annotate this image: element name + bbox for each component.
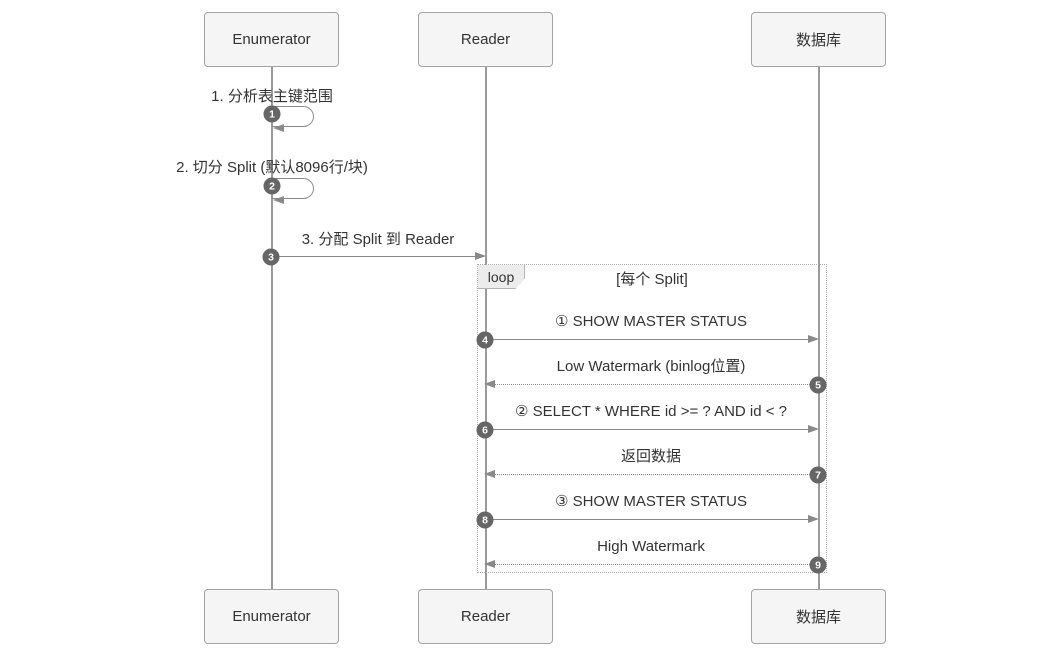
participant-box-enumerator-top: Enumerator <box>204 12 339 67</box>
solid-arrow <box>485 514 819 523</box>
sequence-number-badge: 6 <box>476 421 494 439</box>
dotted-arrow <box>484 469 818 478</box>
self-loop-arrow <box>272 106 314 132</box>
participant-label: Enumerator <box>232 608 311 625</box>
message-label: 返回数据 <box>620 448 682 465</box>
solid-arrow <box>271 251 486 260</box>
sequence-number-badge: 4 <box>476 331 494 349</box>
message-label: ③ SHOW MASTER STATUS <box>554 493 748 510</box>
message-label: 1. 分析表主键范围 <box>211 88 333 105</box>
participant-label: Reader <box>460 608 511 625</box>
sequence-number-badge: 2 <box>263 177 281 195</box>
sequence-number-badge: 3 <box>262 248 280 266</box>
participant-label: Reader <box>460 31 511 48</box>
message-label: 3. 分配 Split 到 Reader <box>301 231 455 248</box>
message-label: High Watermark <box>597 538 705 555</box>
message-label: Low Watermark (binlog位置) <box>556 358 746 375</box>
participant-box-database-top: 数据库 <box>751 12 886 67</box>
sequence-number-badge: 1 <box>263 105 281 123</box>
participant-box-database-bottom: 数据库 <box>751 589 886 644</box>
sequence-number-badge: 5 <box>809 376 827 394</box>
message-label: 2. 切分 Split (默认8096行/块) <box>176 159 368 176</box>
dotted-arrow <box>484 559 818 568</box>
sequence-number-badge: 7 <box>809 466 827 484</box>
participant-box-enumerator-bottom: Enumerator <box>204 589 339 644</box>
sequence-number-badge: 8 <box>476 511 494 529</box>
participant-box-reader-top: Reader <box>418 12 553 67</box>
loop-condition: [每个 Split] <box>616 271 688 288</box>
dotted-arrow <box>484 379 818 388</box>
participant-label: 数据库 <box>795 32 841 49</box>
self-loop-arrow <box>272 178 314 204</box>
loop-tab: loop <box>478 265 525 289</box>
lifeline-enumerator <box>271 67 273 589</box>
participant-label: Enumerator <box>232 31 311 48</box>
sequence-number-badge: 9 <box>809 556 827 574</box>
participant-label: 数据库 <box>795 609 841 626</box>
lifeline-reader <box>485 67 487 589</box>
solid-arrow <box>485 424 819 433</box>
message-label: ② SELECT * WHERE id >= ? AND id < ? <box>514 403 788 420</box>
loop-frame: loop [每个 Split] <box>477 264 827 573</box>
solid-arrow <box>485 334 819 343</box>
message-label: ① SHOW MASTER STATUS <box>554 313 748 330</box>
lifeline-database <box>818 67 820 589</box>
participant-box-reader-bottom: Reader <box>418 589 553 644</box>
